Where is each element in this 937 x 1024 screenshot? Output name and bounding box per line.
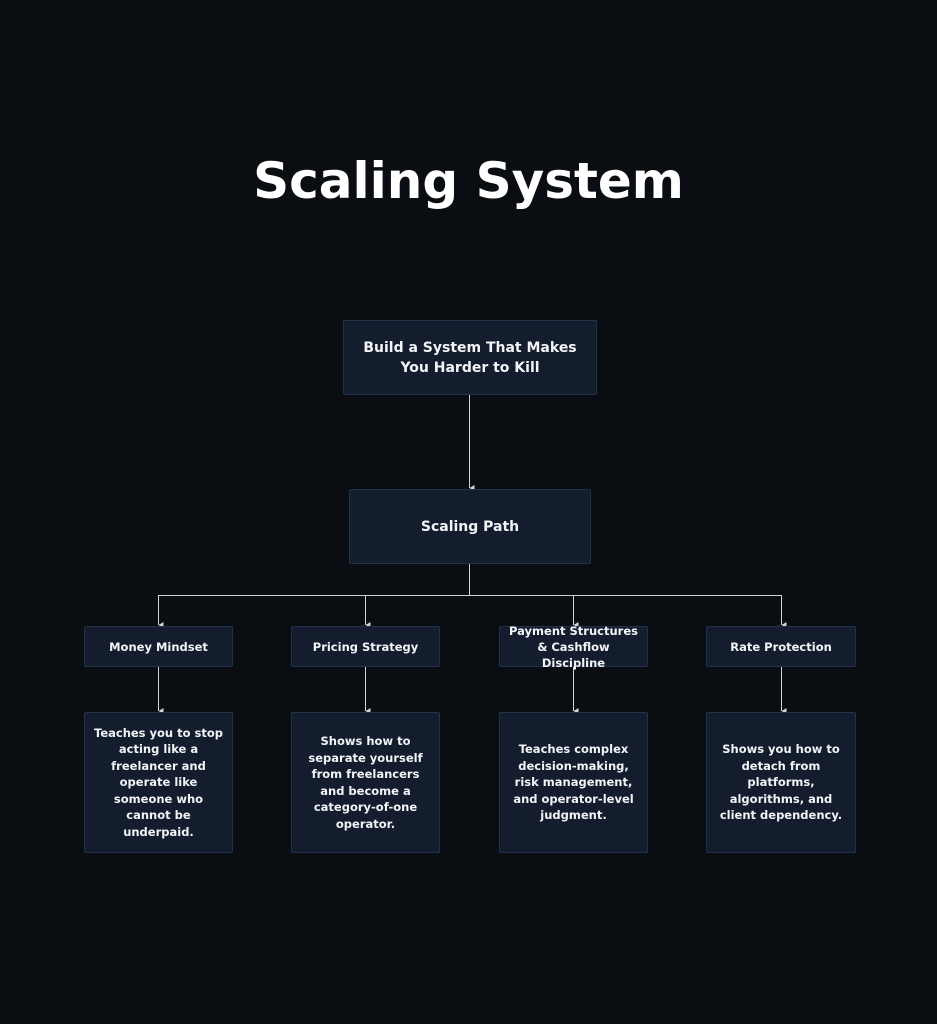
branch-node-payment-structures: Payment Structures & Cashflow Discipline — [499, 624, 648, 670]
branch-node-pricing-strategy: Pricing Strategy — [291, 626, 440, 667]
description-node-pricing-strategy: Shows how to separate yourself from free… — [291, 712, 440, 853]
diagram-title: Scaling System — [253, 152, 684, 210]
description-node-payment-structures: Teaches complex decision-making, risk ma… — [499, 712, 648, 853]
description-node-money-mindset: Teaches you to stop acting like a freela… — [84, 712, 233, 853]
branch-node-rate-protection: Rate Protection — [706, 626, 856, 667]
branch-node-money-mindset: Money Mindset — [84, 626, 233, 667]
description-node-rate-protection: Shows you how to detach from platforms, … — [706, 712, 856, 853]
scaling-path-node: Scaling Path — [349, 489, 591, 564]
root-node: Build a System That Makes You Harder to … — [343, 320, 597, 395]
